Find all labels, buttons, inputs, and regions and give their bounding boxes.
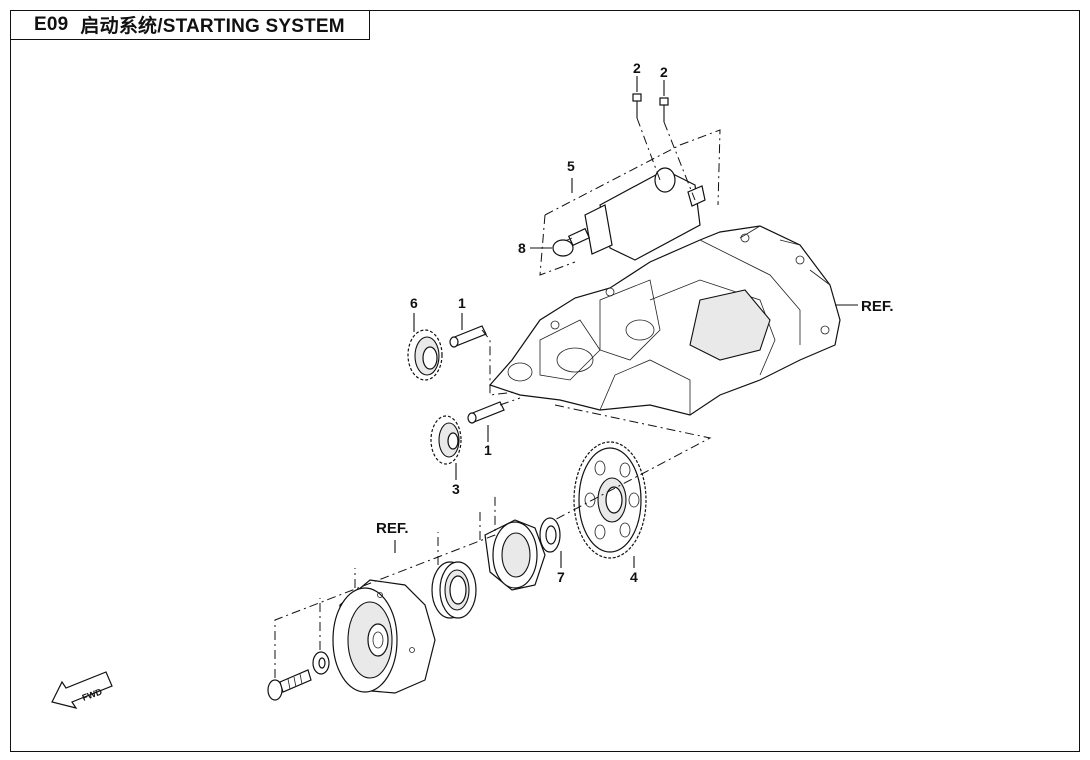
driven-gear-line — [544, 404, 712, 526]
section-code: E09 — [34, 13, 69, 35]
washer-part — [539, 517, 561, 553]
callout-2-left: 2 — [633, 60, 641, 76]
idle-gear-part — [407, 329, 443, 381]
drawing-frame — [10, 10, 1080, 752]
callout-4: 4 — [630, 569, 638, 585]
fwd-arrow-icon: FWD — [51, 671, 113, 709]
flywheel-rotor-part — [332, 579, 436, 694]
bolt-part-right — [659, 97, 696, 201]
crankcase-part — [488, 225, 841, 416]
starter-motor-part — [559, 167, 706, 261]
callout-7: 7 — [557, 569, 565, 585]
flywheel-bracket-main — [274, 495, 496, 678]
starter-bracket-lines — [539, 129, 721, 276]
callout-3: 3 — [452, 481, 460, 497]
section-title: 启动系统/STARTING SYSTEM — [80, 16, 345, 37]
one-way-clutch-part — [431, 561, 477, 619]
ref-label-crankcase: REF. — [861, 298, 894, 315]
flywheel-washer-part — [312, 651, 330, 675]
shaft-part-upper — [449, 325, 487, 348]
page-title: E09 启动系统/STARTING SYSTEM — [10, 10, 370, 40]
flywheel-bolt-part — [267, 669, 312, 701]
starter-clutch-outer-part — [484, 519, 546, 591]
callout-1-lower: 1 — [484, 442, 492, 458]
callout-6: 6 — [410, 295, 418, 311]
callout-8: 8 — [518, 240, 526, 256]
shaft-part-lower — [467, 401, 505, 424]
callout-1-upper: 1 — [458, 295, 466, 311]
callout-5: 5 — [567, 158, 575, 174]
shaft-upper-line — [481, 329, 516, 396]
reduction-gear-part — [430, 415, 462, 465]
bolt-part-left — [632, 93, 661, 181]
shaft-lower-line — [499, 397, 521, 406]
starter-driven-gear-part — [573, 441, 647, 559]
ref-label-flywheel: REF. — [376, 520, 409, 537]
callout-2-right: 2 — [660, 64, 668, 80]
o-ring-part — [552, 239, 574, 257]
